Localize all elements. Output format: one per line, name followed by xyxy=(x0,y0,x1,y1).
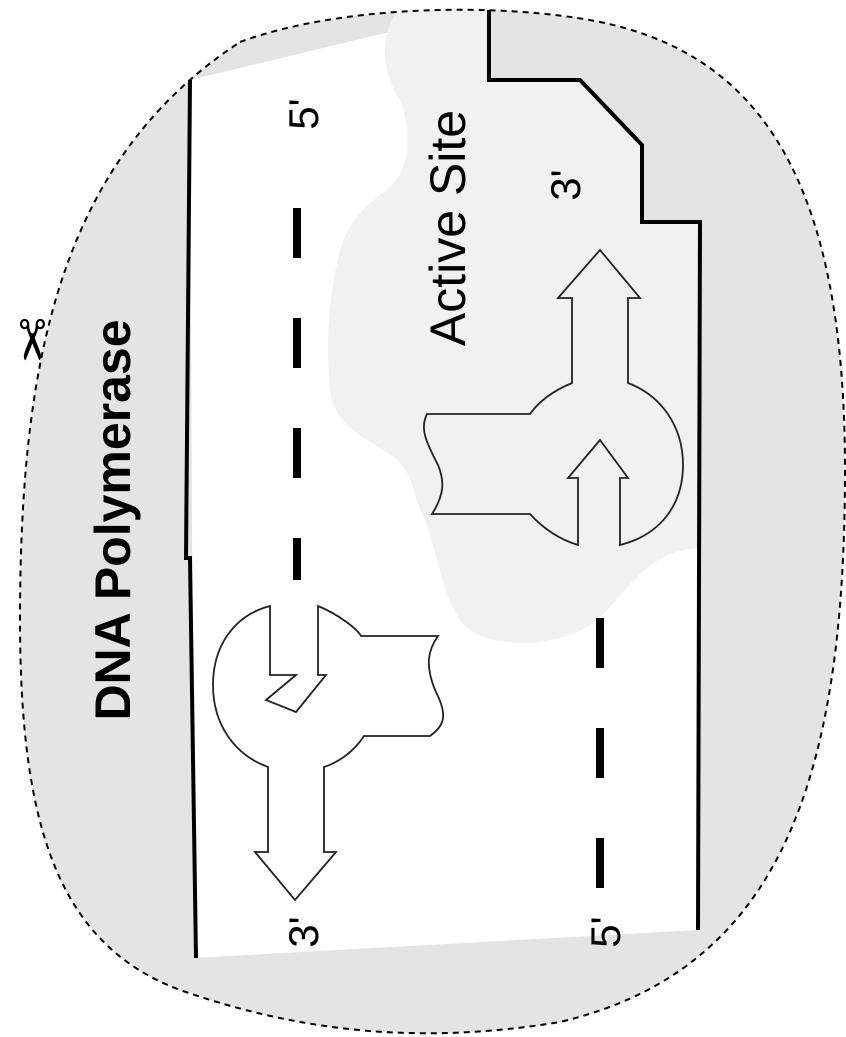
left-strand-bottom-end: 3' xyxy=(280,916,327,947)
right-channel-wall xyxy=(487,10,703,931)
enzyme-label: DNA Polymerase xyxy=(85,319,141,720)
left-channel-wall xyxy=(183,79,198,959)
active-site-label: Active Site xyxy=(420,110,476,346)
right-strand-top-end: 3' xyxy=(542,169,589,200)
nucleotide-piece-left xyxy=(212,604,444,902)
svg-text:✂: ✂ xyxy=(0,317,63,364)
scissors-icon: ✂ xyxy=(0,317,63,364)
nucleotide-piece-right xyxy=(423,248,684,547)
left-strand-top-end: 5' xyxy=(280,98,327,129)
cut-outline xyxy=(18,8,846,1035)
right-strand-bottom-end: 5' xyxy=(582,916,629,947)
active-site-region xyxy=(328,9,700,643)
